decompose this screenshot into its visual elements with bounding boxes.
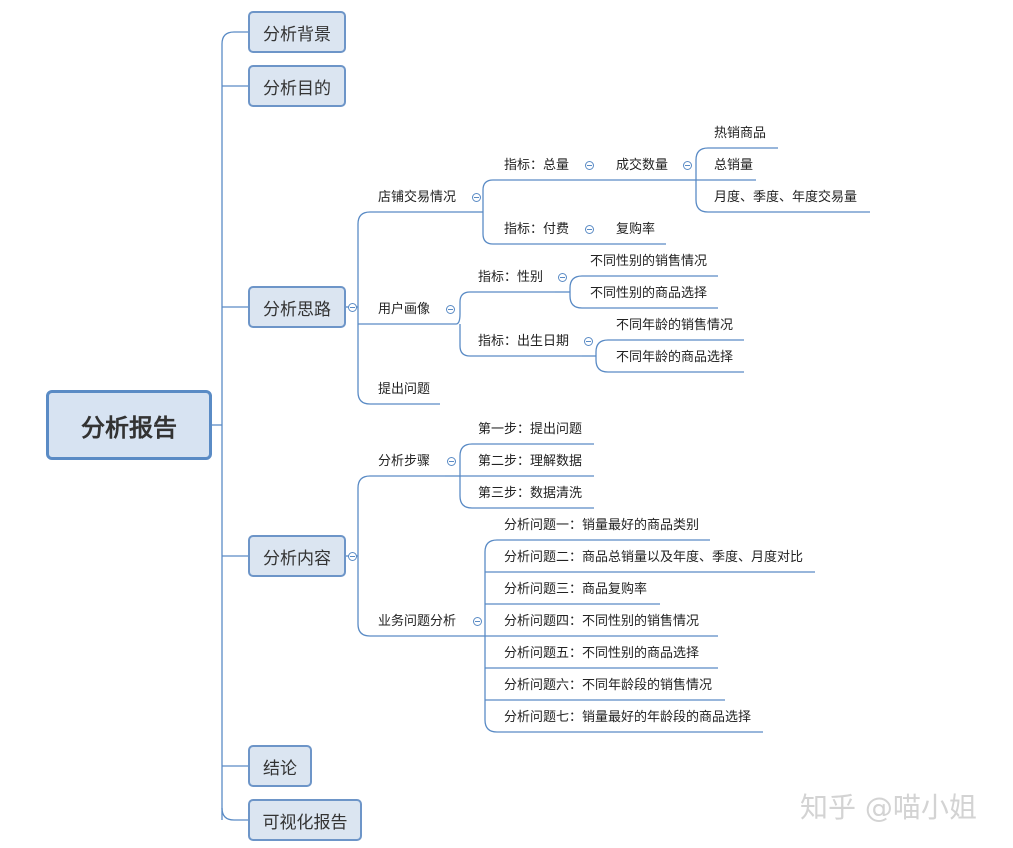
node-step-2[interactable]: 第二步：理解数据	[478, 454, 583, 469]
root-node[interactable]: 分析报告	[46, 390, 212, 460]
watermark: 知乎 @喵小姐	[800, 791, 977, 824]
node-question-2[interactable]: 分析问题二：商品总销量以及年度、季度、月度对比	[504, 550, 804, 565]
collapse-user-icon[interactable]	[446, 305, 455, 314]
node-raise-question[interactable]: 提出问题	[378, 382, 431, 397]
node-hot-products[interactable]: 热销商品	[714, 126, 767, 141]
node-question-1[interactable]: 分析问题一：销量最好的商品类别	[504, 518, 700, 533]
collapse-deal-count-icon[interactable]	[683, 161, 692, 170]
node-age-sales[interactable]: 不同年龄的销售情况	[616, 318, 734, 333]
collapse-approach-icon[interactable]	[348, 303, 357, 312]
node-question-7[interactable]: 分析问题七：销量最好的年龄段的商品选择	[504, 710, 752, 725]
topic-analysis-content[interactable]: 分析内容	[248, 535, 346, 577]
node-age-choice[interactable]: 不同年龄的商品选择	[616, 350, 734, 365]
node-repurchase-rate[interactable]: 复购率	[616, 222, 656, 237]
collapse-payment-icon[interactable]	[585, 225, 594, 234]
node-step-1[interactable]: 第一步：提出问题	[478, 422, 583, 437]
node-metric-payment[interactable]: 指标：付费	[504, 222, 570, 237]
node-user-profile[interactable]: 用户画像	[378, 302, 431, 317]
topic-analysis-background[interactable]: 分析背景	[248, 11, 346, 53]
topic-analysis-purpose[interactable]: 分析目的	[248, 65, 346, 107]
node-metric-total[interactable]: 指标：总量	[504, 158, 570, 173]
topic-analysis-approach[interactable]: 分析思路	[248, 286, 346, 328]
node-gender-choice[interactable]: 不同性别的商品选择	[590, 286, 708, 301]
node-period-volume[interactable]: 月度、季度、年度交易量	[714, 190, 858, 205]
node-gender-sales[interactable]: 不同性别的销售情况	[590, 254, 708, 269]
topic-visual-report[interactable]: 可视化报告	[248, 799, 362, 841]
node-business-analysis[interactable]: 业务问题分析	[378, 614, 457, 629]
topic-conclusion[interactable]: 结论	[248, 745, 312, 787]
collapse-business-icon[interactable]	[473, 617, 482, 626]
node-question-6[interactable]: 分析问题六：不同年龄段的销售情况	[504, 678, 713, 693]
node-analysis-steps[interactable]: 分析步骤	[378, 454, 431, 469]
node-question-4[interactable]: 分析问题四：不同性别的销售情况	[504, 614, 700, 629]
collapse-store-icon[interactable]	[472, 193, 481, 202]
node-deal-count[interactable]: 成交数量	[616, 158, 669, 173]
node-question-5[interactable]: 分析问题五：不同性别的商品选择	[504, 646, 700, 661]
node-metric-birth[interactable]: 指标：出生日期	[478, 334, 570, 349]
collapse-birth-icon[interactable]	[584, 337, 593, 346]
collapse-gender-icon[interactable]	[558, 273, 567, 282]
collapse-steps-icon[interactable]	[447, 457, 456, 466]
node-question-3[interactable]: 分析问题三：商品复购率	[504, 582, 648, 597]
collapse-total-icon[interactable]	[585, 161, 594, 170]
node-step-3[interactable]: 第三步：数据清洗	[478, 486, 583, 501]
node-metric-gender[interactable]: 指标：性别	[478, 270, 544, 285]
node-store-transactions[interactable]: 店铺交易情况	[378, 190, 457, 205]
node-total-sales[interactable]: 总销量	[714, 158, 754, 173]
collapse-content-icon[interactable]	[348, 552, 357, 561]
